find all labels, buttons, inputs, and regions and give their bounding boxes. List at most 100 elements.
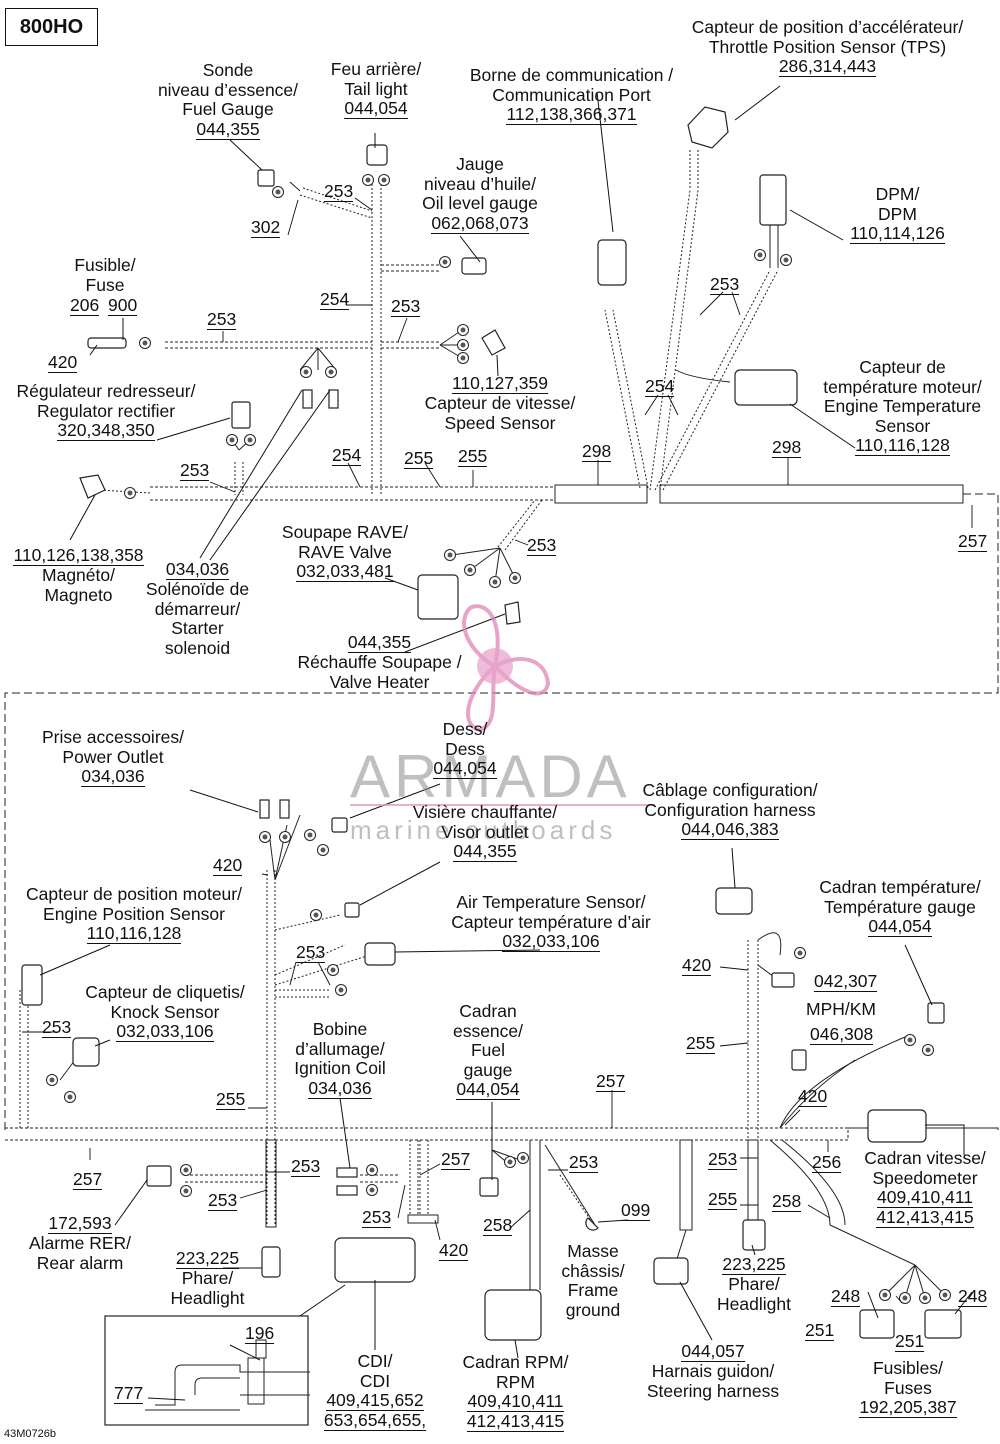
detail-inset — [104, 1315, 309, 1426]
fuse-number-206: 206 — [70, 295, 100, 316]
wire-ref-420: 420 — [213, 855, 243, 876]
rearalarm-connector-icon — [146, 1165, 172, 1187]
config-connector-icon — [715, 887, 753, 915]
watermark-brand: ARMADA — [350, 743, 631, 810]
main-harness-upper — [150, 486, 556, 501]
ground-number: 099 — [621, 1200, 651, 1221]
enginetemp-connector-icon — [734, 369, 798, 406]
wire-ref-298: 298 — [582, 441, 612, 462]
fuse-248-right: 248 — [958, 1286, 988, 1307]
visor-connector-icon — [344, 902, 360, 918]
reference-code: 43M0726b — [4, 1428, 56, 1440]
ground-terminal-icon — [585, 1217, 599, 1231]
tps-connector-icon — [687, 106, 729, 149]
harness-segment-298a — [554, 484, 648, 504]
ignition-coil-right-icon — [336, 1185, 358, 1196]
regulator-label: Régulateur redresseur/Regulator rectifie… — [16, 381, 196, 441]
watermark-propeller-icon — [462, 604, 551, 733]
rave-valve-icon — [417, 574, 459, 620]
starter-terminal-right-icon — [328, 389, 339, 409]
connector-bodies — [21, 106, 962, 1341]
wire-ref-257: 257 — [73, 1169, 103, 1190]
wire-ref-253: 253 — [207, 309, 237, 330]
wire-ref-258: 258 — [772, 1191, 802, 1212]
wire-ref-298: 298 — [772, 437, 802, 458]
wire-ref-420: 420 — [439, 1240, 469, 1261]
wire-ref-253: 253 — [708, 1149, 738, 1170]
knock-sensor-icon — [72, 1037, 100, 1067]
wire-ref-302: 302 — [251, 217, 281, 238]
wire-ref-254: 254 — [332, 445, 362, 466]
fuse-right-icon — [924, 1309, 962, 1339]
wire-ref-257: 257 — [596, 1071, 626, 1092]
magneto-connector-icon — [79, 474, 106, 499]
mph-number-2: 046,308 — [810, 1024, 874, 1045]
power-outlet-right-icon — [279, 799, 290, 819]
tail-connector-icon — [366, 144, 388, 166]
watermark-underline — [350, 804, 655, 806]
comport-connector-icon — [597, 239, 627, 286]
wire-ref-257: 257 — [441, 1149, 471, 1170]
main-harness-lower — [5, 1127, 849, 1141]
fuse-248-left: 248 — [831, 1286, 861, 1307]
wire-ref-253: 253 — [362, 1207, 392, 1228]
power-outlet-left-icon — [259, 799, 270, 819]
harness-segment-298b — [659, 484, 964, 504]
mph-connector2-icon — [791, 1049, 807, 1071]
mph-number-1: 042,307 — [814, 971, 878, 992]
wire-ref-256: 256 — [812, 1152, 842, 1173]
fuse-251-right: 251 — [895, 1331, 925, 1352]
wire-ref-253: 253 — [569, 1152, 599, 1173]
fuse-label: Fusible/Fuse — [74, 255, 136, 295]
inset-number-196: 196 — [245, 1323, 275, 1344]
wire-ref-253: 253 — [527, 535, 557, 556]
wire-ref-254: 254 — [645, 376, 675, 397]
speedometer-connector-icon — [867, 1109, 927, 1143]
airtemp-connector-icon — [364, 942, 396, 966]
model-title: 800HO — [5, 8, 98, 46]
fuse-number-900: 900 — [108, 295, 138, 316]
wire-ref-253: 253 — [296, 942, 326, 963]
comport-label: Borne de communication /Communication Po… — [469, 65, 674, 125]
fuse-holder-icon — [87, 337, 127, 349]
engine-position-sensor-label: Capteur de position moteur/Engine Positi… — [26, 884, 242, 944]
rpm-connector-icon — [484, 1289, 542, 1341]
wire-ref-253: 253 — [42, 1017, 72, 1038]
wire-ref-255: 255 — [708, 1189, 738, 1210]
fuelgauge-connector-icon — [257, 169, 275, 187]
fuse-left-icon — [859, 1309, 895, 1339]
fuelgauge2-connector-icon — [479, 1177, 499, 1197]
wire-ref-258: 258 — [483, 1215, 513, 1236]
oil-connector-icon — [461, 257, 487, 275]
headlight1-connector-icon — [261, 1246, 281, 1278]
wire-ref-420: 420 — [798, 1086, 828, 1107]
tempgauge-connector-icon — [927, 1002, 945, 1024]
config-harness-label: Câblage configuration/Configuration harn… — [642, 780, 818, 840]
wire-ref-253: 253 — [324, 181, 354, 202]
wire-ref-253: 253 — [208, 1190, 238, 1211]
dess-connector-icon — [331, 817, 348, 833]
wire-ref-255: 255 — [216, 1089, 246, 1110]
wire-ref-253: 253 — [391, 296, 421, 317]
wire-ref-254: 254 — [320, 289, 350, 310]
inset-number-777: 777 — [114, 1383, 144, 1404]
wire-ref-253: 253 — [291, 1156, 321, 1177]
